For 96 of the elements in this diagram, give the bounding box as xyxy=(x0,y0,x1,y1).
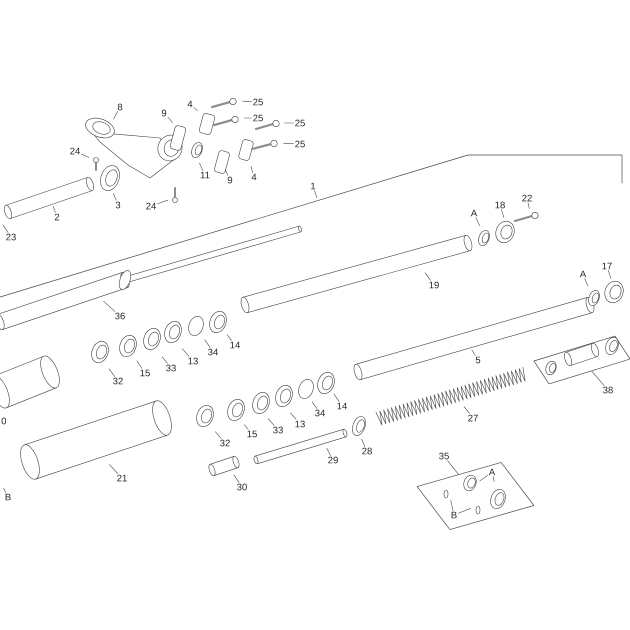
callout-number: 29 xyxy=(328,456,338,464)
leader-line xyxy=(447,460,459,475)
callout-number: 35 xyxy=(439,452,449,460)
leader-line xyxy=(476,217,480,226)
leader-line xyxy=(242,100,252,102)
leader-line xyxy=(608,270,612,279)
callout-number: 4 xyxy=(252,174,256,180)
leader-line xyxy=(204,340,210,348)
callout-number: A xyxy=(580,270,586,278)
parts-group-box xyxy=(534,336,630,384)
leader-line xyxy=(492,476,495,482)
callout-number: 11 xyxy=(200,172,210,178)
callout-number: 23 xyxy=(6,234,16,240)
callout-number: 25 xyxy=(253,98,263,106)
callout-number: 2 xyxy=(54,214,60,220)
leader-line xyxy=(136,360,142,369)
leader-line xyxy=(52,206,56,213)
callout-number: A xyxy=(470,210,478,216)
leader-line xyxy=(3,488,6,493)
callout-number: 32 xyxy=(220,440,230,446)
leader-line xyxy=(312,402,318,409)
leader-line xyxy=(501,209,504,218)
callout-number: 15 xyxy=(247,430,257,438)
callout-number: 28 xyxy=(362,448,372,454)
leader-line xyxy=(168,116,173,123)
leader-line xyxy=(284,122,294,124)
leader-line xyxy=(591,370,604,386)
callout-number: 17 xyxy=(602,262,612,270)
leader-line xyxy=(194,107,198,111)
callout-number: 4 xyxy=(188,100,192,108)
callout-number: 25 xyxy=(253,114,263,122)
callout-number: 14 xyxy=(337,402,347,410)
callout-number: 33 xyxy=(166,364,176,372)
leader-line xyxy=(234,474,240,483)
leader-line xyxy=(424,272,431,281)
callout-number: B xyxy=(452,512,457,518)
leader-line xyxy=(113,111,118,120)
leader-line xyxy=(480,474,488,482)
callout-number: 22 xyxy=(522,194,532,202)
leader-line xyxy=(226,334,232,341)
callout-number: 24 xyxy=(70,148,80,154)
callout-number: 30 xyxy=(237,484,247,490)
callout-number: 25 xyxy=(295,120,305,126)
leader-line xyxy=(81,154,90,158)
leader-line xyxy=(199,162,204,171)
leader-line xyxy=(314,190,318,198)
leader-line xyxy=(528,202,530,209)
callout-number: 19 xyxy=(429,282,439,288)
callout-number: 0 xyxy=(2,418,6,424)
callout-number: 9 xyxy=(162,110,166,116)
leader-line xyxy=(225,170,228,176)
callout-number: 34 xyxy=(315,410,325,416)
callout-number: 3 xyxy=(116,202,120,208)
leader-line xyxy=(464,406,470,414)
callout-number: 32 xyxy=(113,378,123,384)
callout-number: 13 xyxy=(295,420,305,428)
leader-line xyxy=(472,350,476,356)
callout-number: B xyxy=(6,494,11,500)
callout-number: 25 xyxy=(295,140,305,148)
callout-number: 15 xyxy=(140,370,150,376)
leader-line xyxy=(108,368,115,377)
leader-line xyxy=(458,508,472,514)
leader-line xyxy=(334,394,340,402)
leader-line xyxy=(113,192,116,201)
callout-number: 24 xyxy=(146,202,156,210)
leader-line xyxy=(214,431,222,439)
callout-number: A xyxy=(488,468,496,476)
callout-number: 38 xyxy=(603,386,613,394)
leader-line xyxy=(450,500,454,511)
callout-number: 1 xyxy=(311,182,316,190)
callout-number: 14 xyxy=(230,342,240,348)
callout-number: 36 xyxy=(115,312,125,320)
leader-line xyxy=(326,448,331,456)
callout-number: 13 xyxy=(188,358,198,364)
leader-line xyxy=(283,142,294,144)
callout-number: 5 xyxy=(476,356,480,364)
leader-line xyxy=(584,278,588,286)
callout-number: 27 xyxy=(468,414,478,422)
leader-line xyxy=(290,412,296,420)
parts-group-box xyxy=(416,462,534,530)
leader-line xyxy=(103,301,116,312)
leader-line xyxy=(157,200,168,204)
leader-line xyxy=(2,224,8,233)
callout-number: 34 xyxy=(208,348,218,356)
leader-line xyxy=(268,418,274,426)
leader-line xyxy=(162,356,168,364)
callout-number: 9 xyxy=(228,176,232,184)
leader-line xyxy=(244,424,249,430)
callout-number: 21 xyxy=(117,474,127,482)
leader-line xyxy=(361,438,366,447)
leader-line xyxy=(109,464,118,474)
callout-number: 33 xyxy=(273,426,283,434)
callout-number: 18 xyxy=(495,202,505,208)
callout-number: 8 xyxy=(118,104,122,110)
leader-line xyxy=(250,166,254,173)
leader-line xyxy=(182,348,190,357)
